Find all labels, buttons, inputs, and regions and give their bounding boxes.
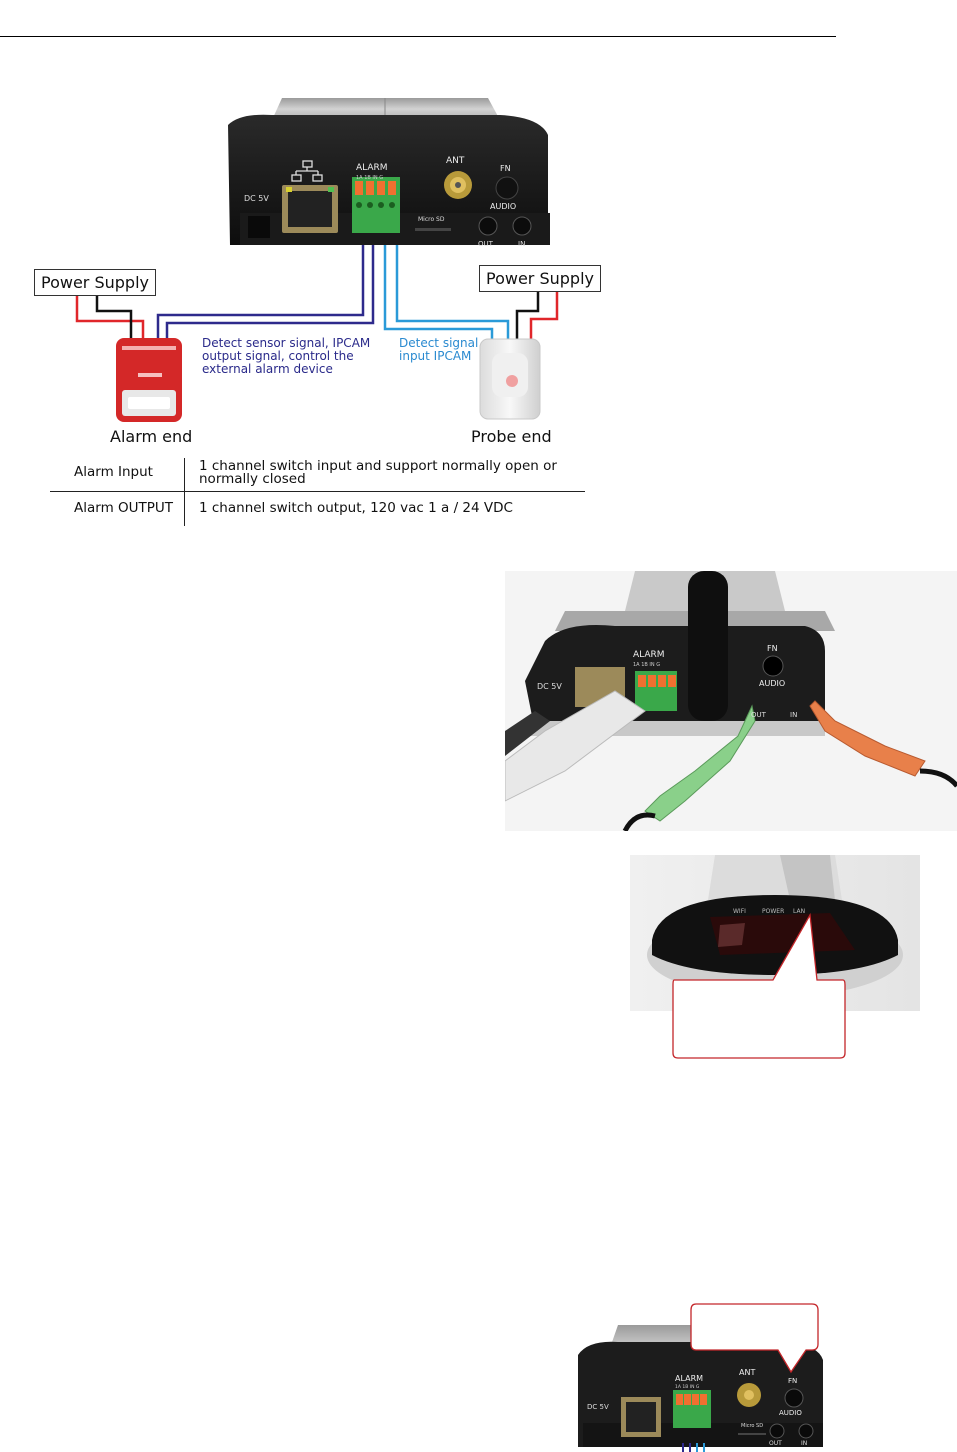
right-power-wires [515, 291, 559, 339]
audio-photo-label-alarm: ALARM [633, 650, 665, 660]
spec-row-value-line: 1 channel switch input and support norma… [199, 458, 557, 474]
bottom-photo-label-microsd: Micro SD [741, 1423, 763, 1429]
probe-note-line: Detect signal [399, 336, 479, 350]
audio-photo-label-dc: DC 5V [537, 682, 562, 691]
cam-label-microsd: Micro SD [418, 216, 445, 223]
audio-photo-label-alarm-pins: 1A 1B IN G [633, 662, 660, 668]
alarm-end-caption: Alarm end [110, 427, 193, 446]
audio-photo-label-in: IN [790, 711, 797, 719]
bottom-photo-label-audio: AUDIO [779, 1409, 802, 1417]
probe-note-line: input IPCAM [399, 349, 472, 363]
cam-label-out: OUT [478, 240, 494, 248]
cam-label-alarm: ALARM [356, 163, 388, 173]
led-label-wifi: WIFI [733, 908, 746, 915]
microsd-slot [415, 228, 451, 231]
audio-out-jack [478, 216, 498, 236]
audio-photo-label-audio: AUDIO [759, 679, 785, 688]
alarm-note: Detect sensor signal, IPCAM output signa… [202, 337, 370, 376]
spec-row-value: 1 channel switch input and support norma… [199, 458, 557, 487]
bottom-photo-label-out: OUT [769, 1440, 782, 1447]
spec-table-rule [50, 491, 585, 492]
dc-jack [248, 216, 270, 238]
led-callout-bubble [672, 912, 846, 1059]
bottom-photo-label-dc: DC 5V [587, 1403, 609, 1411]
alarm-note-line: output signal, control the [202, 349, 354, 363]
cam-label-fn: FN [500, 164, 511, 173]
led-label-lan: LAN [793, 908, 805, 915]
alarm-device [116, 338, 182, 422]
audio-connection-photo: DC 5V ALARM 1A 1B IN G FN AUDIO OUT IN [505, 571, 957, 831]
alarm-wiring-diagram: DC 5V ALARM 1A 1B IN G ANT FN AUDIO Micr… [75, 98, 559, 422]
bottom-photo-label-fn: FN [788, 1377, 797, 1385]
audio-photo-label-fn: FN [767, 644, 778, 653]
spec-row-label: Alarm OUTPUT [74, 500, 174, 516]
indicator-lights-photo: WIFI POWER LAN [630, 855, 920, 1011]
bottom-photo-label-alarm-pins: 1A 1B IN G [675, 1384, 700, 1390]
spec-table-divider [184, 458, 185, 526]
alarm-note-line: Detect sensor signal, IPCAM [202, 336, 371, 350]
camera-rear-panel: DC 5V ALARM 1A 1B IN G ANT FN AUDIO Micr… [228, 98, 550, 248]
spec-row-label: Alarm Input [74, 464, 153, 480]
audio-in-jack [512, 216, 532, 236]
alarm-spec-table: Alarm Input 1 channel switch input and s… [50, 456, 585, 528]
probe-note: Detect signal input IPCAM [399, 337, 478, 363]
fn-button-image [495, 176, 519, 200]
audio-photo-label-out: OUT [751, 711, 767, 719]
bottom-photo-label-in: IN [801, 1440, 807, 1447]
network-icon [291, 160, 323, 182]
led-label-power: POWER [762, 908, 784, 915]
probe-device [479, 338, 541, 420]
fn-callout-bubble [690, 1303, 819, 1374]
spec-row-value-line: normally closed [199, 471, 306, 487]
cam-label-dc: DC 5V [244, 194, 269, 203]
header-rule [0, 36, 836, 37]
cam-label-alarm-pins: 1A 1B IN G [356, 175, 383, 181]
bottom-photo-label-ant: ANT [739, 1368, 755, 1377]
bottom-photo-label-alarm: ALARM [675, 1374, 703, 1383]
alarm-output-wires [156, 245, 375, 339]
probe-end-caption: Probe end [471, 427, 552, 446]
cam-label-ant: ANT [446, 156, 465, 166]
fn-button-photo: DC 5V ALARM 1A 1B IN G ANT FN AUDIO Micr… [578, 1325, 823, 1452]
left-power-wires [75, 295, 145, 341]
power-supply-left-label: Power Supply [34, 269, 156, 296]
probe-signal-wires [383, 245, 510, 339]
spec-row-value: 1 channel switch output, 120 vac 1 a / 2… [199, 500, 513, 516]
cam-label-audio: AUDIO [490, 202, 516, 211]
cam-label-in: IN [518, 240, 525, 248]
alarm-note-line: external alarm device [202, 362, 333, 376]
power-supply-right-label: Power Supply [479, 265, 601, 292]
